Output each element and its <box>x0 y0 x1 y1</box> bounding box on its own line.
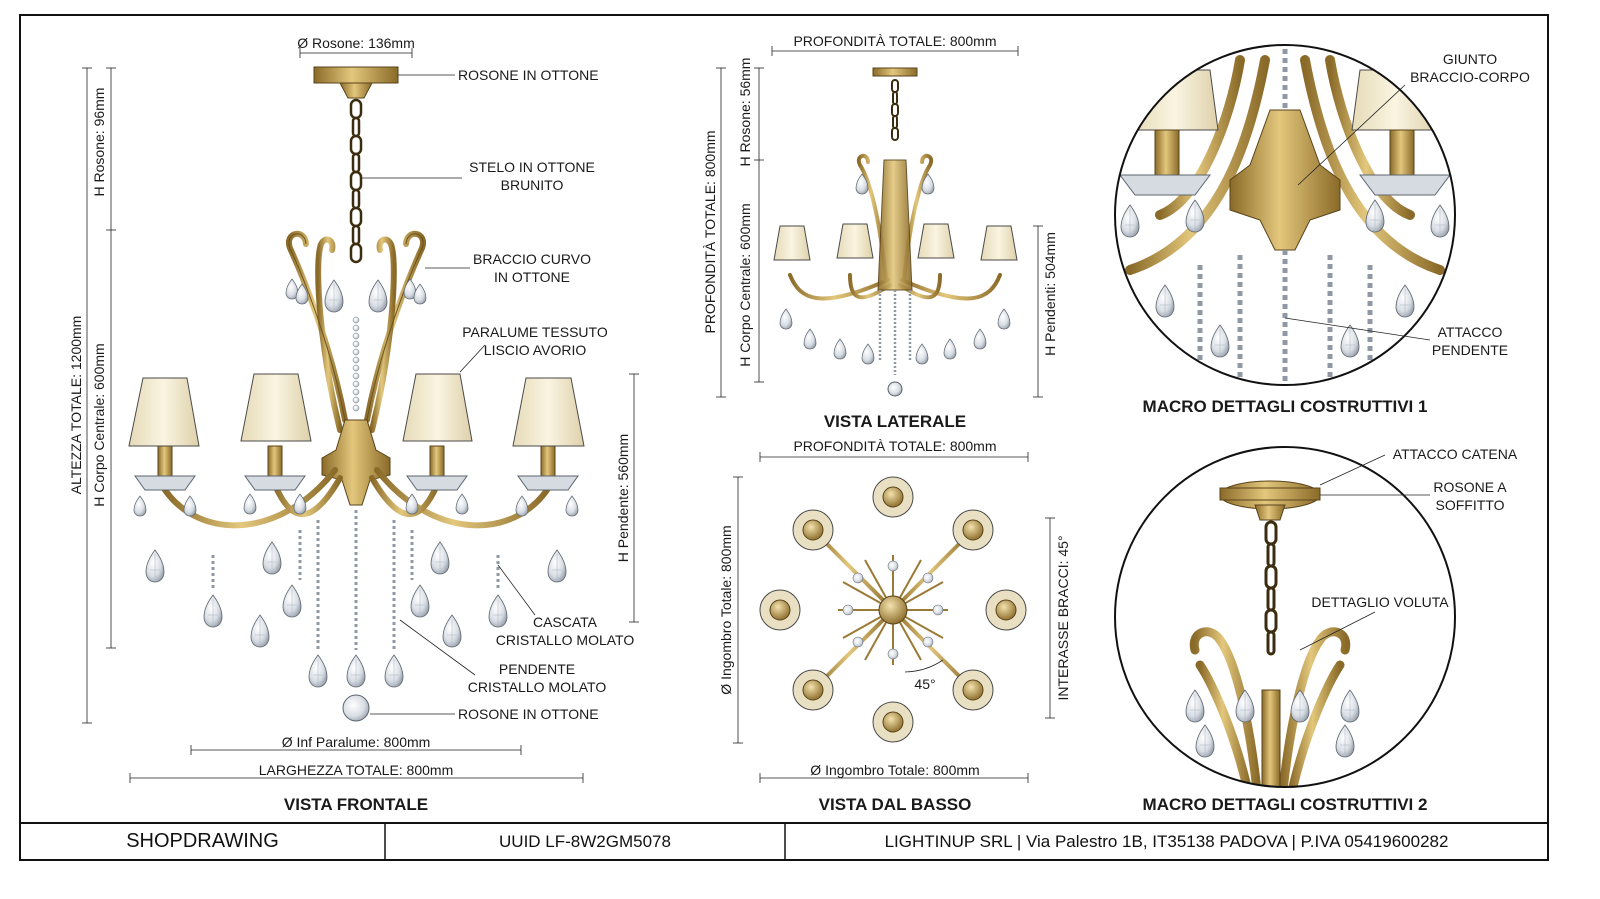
macro1-label-attacco-2: PENDENTE <box>1431 342 1509 358</box>
front-label-paralume-2: LISCIO AVORIO <box>483 342 587 358</box>
front-dimension-lines <box>82 48 639 783</box>
side-lamp-shades <box>773 223 1018 261</box>
front-label-cascata-2: CRISTALLO MOLATO <box>495 632 635 648</box>
front-lamp-shades <box>128 373 585 447</box>
front-label-paralume-1: PARALUME TESSUTO <box>462 324 608 340</box>
side-h-rosone: H Rosone: 56mm <box>737 57 753 167</box>
front-larghezza-totale: LARGHEZZA TOTALE: 800mm <box>258 762 454 778</box>
title-block-uuid: UUID LF-8W2GM5078 <box>499 832 671 851</box>
front-leader-lines <box>362 74 536 715</box>
front-h-corpo: H Corpo Centrale: 600mm <box>91 343 107 507</box>
macro2-label-voluta: DETTAGLIO VOLUTA <box>1311 594 1449 610</box>
front-label-pendente-1: PENDENTE <box>498 661 576 677</box>
front-h-rosone: H Rosone: 96mm <box>91 87 107 197</box>
title-block-company: LIGHTINUP SRL | Via Palestro 1B, IT35138… <box>884 832 1449 851</box>
macro2-title: MACRO DETTAGLI COSTRUTTIVI 2 <box>1142 795 1428 814</box>
side-h-corpo: H Corpo Centrale: 600mm <box>737 203 753 367</box>
bottom-interasse-bracci: INTERASSE BRACCI: 45° <box>1055 535 1071 701</box>
front-label-rosone-top: ROSONE IN OTTONE <box>458 67 599 83</box>
side-profondita: PROFONDITÀ TOTALE: 800mm <box>793 33 997 49</box>
front-chain <box>349 98 363 264</box>
front-candle-cups <box>134 445 579 491</box>
front-label-pendente-2: CRISTALLO MOLATO <box>467 679 607 695</box>
front-rosone-diameter: Ø Rosone: 136mm <box>297 35 415 51</box>
side-view-title: VISTA LATERALE <box>823 412 967 431</box>
bottom-cups <box>759 476 1027 743</box>
front-label-rosone-bottom: ROSONE IN OTTONE <box>458 706 599 722</box>
side-profondita-vertical: PROFONDITÀ TOTALE: 800mm <box>702 130 718 334</box>
front-label-braccio-1: BRACCIO CURVO <box>473 251 591 267</box>
front-view-drawing <box>82 48 639 783</box>
title-block-doc-type: SHOPDRAWING <box>126 830 279 852</box>
macro1-label-giunto-2: BRACCIO-CORPO <box>1410 69 1530 85</box>
bottom-view-drawing <box>733 452 1055 783</box>
side-view-drawing <box>716 46 1043 398</box>
bottom-view-title: VISTA DAL BASSO <box>818 795 972 814</box>
macro-detail-1-drawing <box>1114 44 1456 386</box>
front-inf-paralume: Ø Inf Paralume: 800mm <box>281 734 431 750</box>
side-dimension-lines <box>716 46 1043 398</box>
bottom-dimension-lines <box>733 452 1055 783</box>
front-label-stelo-1: STELO IN OTTONE <box>469 159 595 175</box>
bottom-angle-label: 45° <box>914 676 936 692</box>
front-h-totale: ALTEZZA TOTALE: 1200mm <box>68 315 84 495</box>
front-label-braccio-2: IN OTTONE <box>494 269 570 285</box>
macro1-title: MACRO DETTAGLI COSTRUTTIVI 1 <box>1142 397 1428 416</box>
macro1-label-giunto-1: GIUNTO <box>1442 51 1498 67</box>
front-central-beads <box>352 316 360 412</box>
macro2-label-rosone-1: ROSONE A <box>1433 479 1507 495</box>
front-label-stelo-2: BRUNITO <box>500 177 564 193</box>
macro-detail-2-drawing <box>1114 446 1456 788</box>
bottom-ingombro-horizontal: Ø Ingombro Totale: 800mm <box>810 762 980 778</box>
front-view-title: VISTA FRONTALE <box>283 795 429 814</box>
sheet-border <box>19 14 1549 861</box>
front-label-cascata-1: CASCATA <box>532 614 598 630</box>
bottom-crystal-clusters <box>842 560 944 660</box>
macro2-label-catena: ATTACCO CATENA <box>1392 446 1518 462</box>
macro2-label-rosone-2: SOFFITTO <box>1435 497 1505 513</box>
bottom-profondita: PROFONDITÀ TOTALE: 800mm <box>793 438 997 454</box>
side-h-pendenti: H Pendenti: 504mm <box>1042 232 1058 356</box>
macro1-label-attacco-1: ATTACCO <box>1437 324 1503 340</box>
front-bead-strings <box>211 510 500 650</box>
front-h-pendente: H Pendente: 560mm <box>615 433 631 563</box>
bottom-ingombro-vertical: Ø Ingombro Totale: 800mm <box>718 525 734 695</box>
